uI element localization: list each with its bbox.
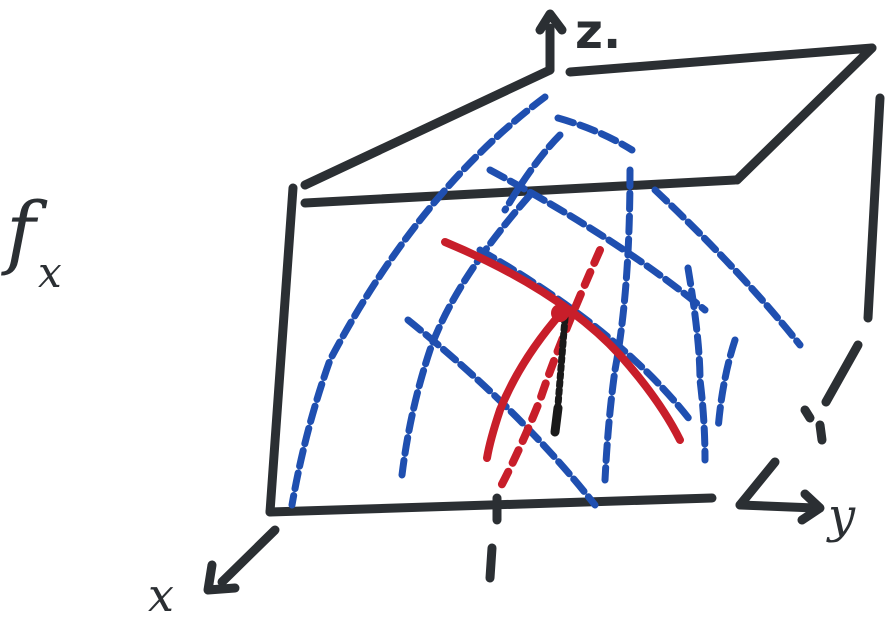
y-axis-stem	[735, 457, 780, 510]
box-frame	[217, 23, 885, 587]
right-vertical-edge	[863, 93, 885, 323]
front-left-edge	[265, 183, 298, 517]
top-right-edge	[732, 43, 877, 185]
x-axis-label: x	[148, 568, 174, 622]
blue-curve-arc-1	[486, 166, 709, 314]
red-dashed-guide	[496, 246, 604, 492]
function-subscript: x	[38, 248, 62, 297]
axis-arrowheads	[203, 9, 825, 595]
x-arrow-head	[203, 560, 240, 595]
derivative-tip	[550, 403, 563, 437]
blue-curve-arc-2	[651, 186, 804, 349]
derivative-segment	[550, 304, 569, 437]
blue-curve-right-2	[714, 336, 739, 434]
y-axis-label: y	[828, 488, 856, 544]
top-left-edge	[300, 65, 555, 190]
red-curve-y-slice	[483, 308, 566, 462]
blue-curve-left-2	[398, 191, 534, 479]
point-of-tangency	[551, 304, 569, 322]
y-axis-line	[735, 500, 820, 513]
function-label: f	[6, 185, 36, 278]
blue-curve-arc-3	[404, 316, 599, 509]
right-bottom-diagonal	[821, 340, 863, 407]
top-back-edge	[565, 43, 877, 77]
red-curve-x-slice	[441, 238, 684, 444]
slice-curves	[441, 238, 684, 492]
blue-curve-center	[601, 166, 634, 484]
right-hidden-dash-2	[815, 420, 827, 445]
blue-curve-outer-left	[288, 93, 549, 509]
blue-curve-top-left-inner	[501, 131, 564, 214]
x-axis-line	[217, 525, 280, 587]
z-axis-label: z.	[575, 4, 622, 60]
front-bottom-edge	[265, 493, 717, 517]
right-hidden-dash-1	[800, 405, 815, 423]
z-arrow-head	[535, 9, 567, 35]
y-arrow-head	[797, 489, 825, 525]
x-axis-tick	[485, 543, 497, 583]
blue-curve-top-arc	[554, 114, 636, 154]
